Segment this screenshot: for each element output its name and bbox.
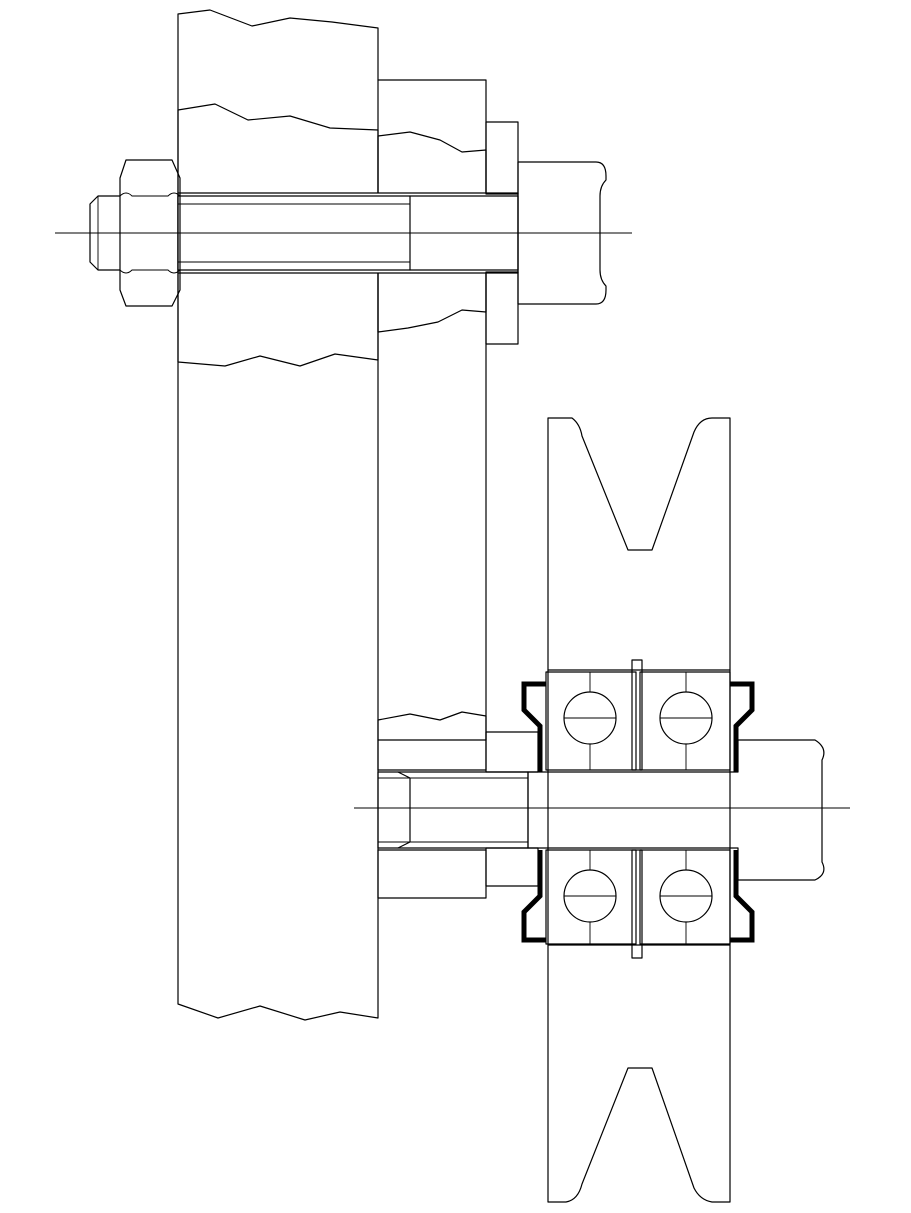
bearing-retainer [521,681,755,943]
spacer-bracket [377,79,487,741]
frame-section-hatch [177,103,379,367]
v-belt-pulley [547,417,731,1203]
washer [485,121,519,345]
frame-plate [177,9,379,1021]
pulley-shaft [377,739,825,881]
ball-bearing-lower [545,849,731,959]
ball-bearing-upper [545,659,731,771]
